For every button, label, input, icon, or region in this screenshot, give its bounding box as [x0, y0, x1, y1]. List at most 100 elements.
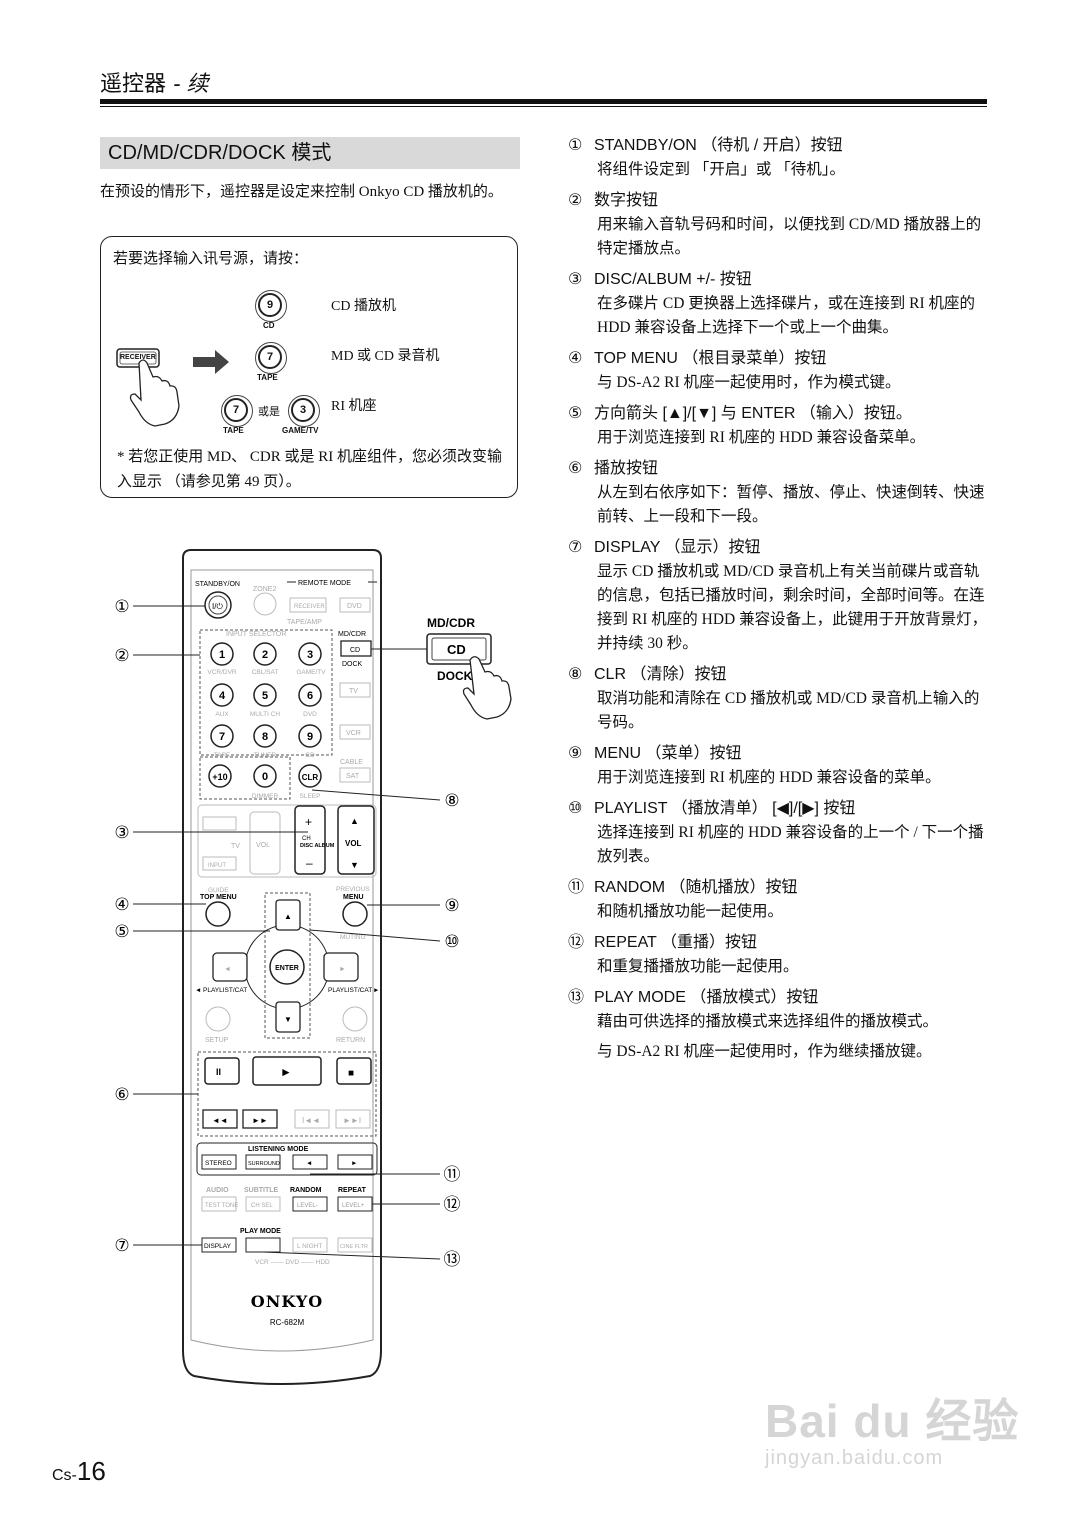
return-button [342, 1006, 368, 1032]
svg-text:6: 6 [307, 690, 313, 702]
svg-text:③: ③ [114, 823, 129, 843]
svg-text:LEVEL+: LEVEL+ [342, 1203, 365, 1209]
stop-button [336, 1057, 372, 1085]
svg-text:⑩: ⑩ [444, 932, 459, 952]
number-button-4 [210, 683, 234, 707]
svg-text:CD: CD [305, 752, 315, 759]
svg-text:MD/CDR: MD/CDR [338, 631, 366, 638]
svg-text:CBL/SAT: CBL/SAT [252, 669, 279, 676]
svg-text:◄◄: ◄◄ [212, 1116, 228, 1125]
page-title: 遥控器 [100, 72, 167, 97]
number-button-1 [210, 642, 234, 666]
svg-text:⑥: ⑥ [114, 1085, 129, 1105]
number-button-2 [253, 642, 277, 666]
svg-text:CLR: CLR [302, 773, 319, 782]
sat-mode-button [339, 767, 371, 783]
zoom-hand [462, 656, 512, 720]
svg-text:⑪: ⑪ [444, 1165, 461, 1185]
svg-text:RETURN: RETURN [336, 1037, 365, 1044]
svg-text:▲: ▲ [350, 816, 359, 826]
pause-button [204, 1057, 240, 1085]
svg-text:MUTING: MUTING [340, 934, 366, 941]
svg-text:LISTENING MODE: LISTENING MODE [248, 1146, 309, 1153]
svg-text:VCR —— DVD —— HDD: VCR —— DVD —— HDD [255, 1259, 330, 1266]
enter-button [269, 949, 305, 985]
svg-text:⑧: ⑧ [444, 791, 459, 811]
note-box-title: 若要选择输入讯号源，请按： [113, 250, 309, 267]
tape-source-button: 7 [258, 345, 282, 369]
zoom-title: MD/CDR [427, 616, 475, 630]
svg-text:MULTI CH: MULTI CH [250, 711, 281, 718]
button-ring [255, 290, 287, 322]
standby-label: STANDBY/ON [195, 581, 240, 588]
input-selector-region [199, 629, 333, 756]
tv-block [197, 804, 377, 878]
number-button-9 [298, 724, 322, 748]
or-text: 或是 [258, 406, 280, 418]
remote-model: RC-682M [270, 1318, 305, 1327]
listening-next-button [337, 1154, 373, 1170]
playlist-left-button [212, 952, 248, 982]
baidu-watermark: Bai du 经验 jingyan.baidu.com [765, 1385, 1019, 1470]
remote-mode-label: REMOTE MODE [298, 580, 351, 587]
vol-rocker [337, 805, 375, 875]
svg-text:1: 1 [219, 649, 225, 661]
svg-text:0: 0 [262, 771, 268, 783]
svg-text:CABLE: CABLE [340, 759, 363, 766]
receiver-button-label: RECEIVER [120, 354, 156, 361]
cd-source-button: 9 [258, 293, 282, 317]
input-source-note-box: 若要选择输入讯号源，请按： RECEIVER 9 CD CD 播放机 7 TAP… [100, 236, 518, 498]
svg-text:VOL: VOL [345, 839, 362, 848]
standby-symbol: I/⏻ [212, 602, 223, 611]
watermark-logo: Bai du 经验 [765, 1395, 1020, 1447]
svg-text:PLAYLIST/CAT: PLAYLIST/CAT [328, 987, 372, 994]
svg-text:DOCK: DOCK [342, 661, 363, 668]
svg-text:DVD: DVD [303, 711, 317, 718]
svg-text:◄: ◄ [306, 1160, 312, 1167]
svg-text:VOL: VOL [256, 842, 270, 849]
number-button-5 [253, 683, 277, 707]
zone2-button [253, 592, 277, 616]
svg-text:SLEEP: SLEEP [300, 793, 321, 800]
zone2-label: ZONE2 [253, 586, 276, 593]
number-button-6 [298, 683, 322, 707]
svg-text:TV: TV [349, 688, 358, 695]
svg-text:CH: CH [302, 836, 311, 842]
svg-text:①: ① [114, 597, 129, 617]
standby-button-inner [208, 595, 228, 615]
game-tv-caption: GAME/TV [282, 426, 319, 435]
svg-text:REPEAT: REPEAT [338, 1187, 367, 1194]
number-region-lower [199, 756, 291, 800]
remote-inner-edge [190, 569, 374, 1352]
rewind-button [202, 1109, 238, 1129]
svg-text:INPUT SELECTOR: INPUT SELECTOR [226, 631, 286, 638]
svg-text:CD: CD [447, 642, 466, 657]
up-arrow-button [275, 899, 301, 931]
tape-caption-ri: TAPE [223, 426, 244, 435]
svg-text:►►I: ►►I [343, 1116, 361, 1125]
ri-source-desc: RI 机座 [331, 399, 377, 414]
previous-track-button [294, 1109, 330, 1129]
cd-source-desc: CD 播放机 [331, 299, 396, 314]
svg-text:⑫: ⑫ [444, 1195, 461, 1215]
svg-text:CD: CD [350, 647, 360, 654]
svg-text:②: ② [114, 646, 129, 666]
svg-text:PREVIOUS: PREVIOUS [336, 886, 370, 893]
play-mode-button [245, 1237, 281, 1253]
tv-power-button [202, 816, 237, 831]
button-ring [255, 342, 287, 374]
svg-text:CH SEL: CH SEL [251, 1203, 273, 1209]
callouts-right: ⑧ ⑨ ⑩ ⑪ ⑫ ⑬ [444, 791, 461, 1270]
svg-text:►►: ►► [252, 1116, 268, 1125]
down-arrow-button [275, 1001, 301, 1033]
tape-source-caption: TAPE [257, 373, 278, 382]
tv-input-button [202, 856, 237, 871]
setup-button [205, 1006, 231, 1032]
